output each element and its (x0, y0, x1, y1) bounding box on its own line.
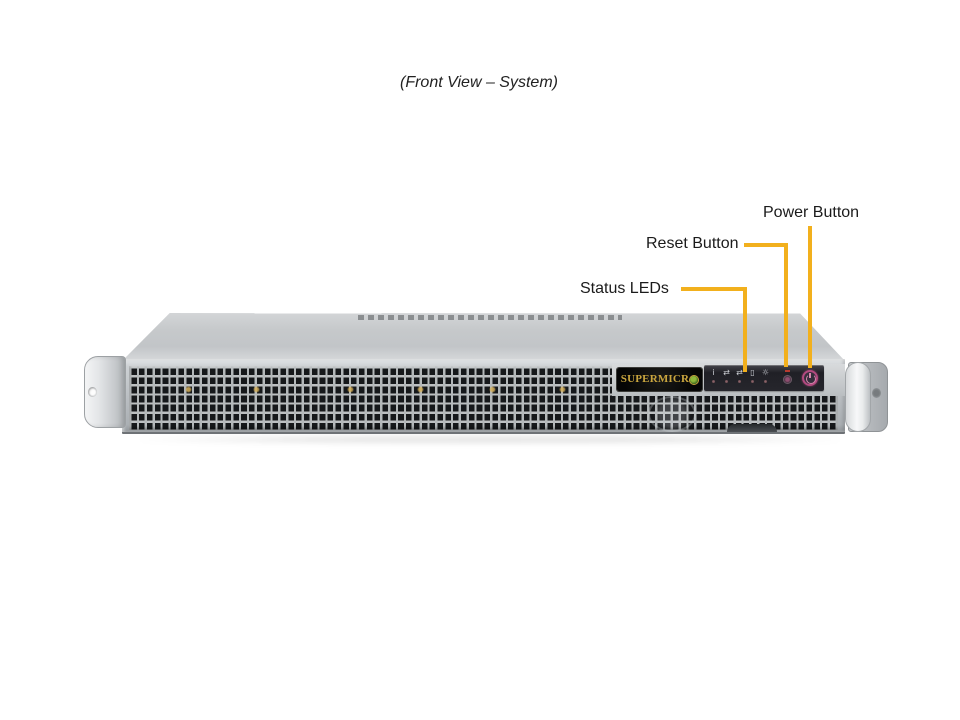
nic2-led: ⇄ (733, 368, 746, 383)
reset-marker (785, 370, 790, 372)
power-led: ☼ (759, 368, 772, 383)
nic1-led-dot (725, 380, 728, 383)
nic2-led-icon: ⇄ (736, 368, 743, 377)
fan-glint (347, 386, 354, 393)
reset-button-label: Reset Button (646, 235, 739, 252)
nic2-led-dot (738, 380, 741, 383)
status-leds-label: Status LEDs (580, 280, 669, 297)
status-callout-line (681, 287, 747, 291)
supermicro-badge: SUPERMICRO (617, 368, 702, 391)
info-led-icon: i (712, 368, 715, 377)
front-control-panel: i ⇄ ⇄ ▯ ☼ (704, 365, 824, 391)
power-button-icon (802, 370, 818, 386)
right-ear-notch (872, 388, 881, 398)
info-led-dot (712, 380, 715, 383)
info-led: i (707, 368, 720, 383)
fan-glint (253, 386, 260, 393)
reset-callout-line (744, 243, 788, 247)
globe-icon: O (690, 375, 699, 384)
right-ear-handle (845, 362, 871, 432)
power-callout-line (808, 226, 812, 368)
hdd-led-dot (751, 380, 754, 383)
power-led-icon: ☼ (761, 368, 770, 377)
status-callout-line (743, 287, 747, 372)
bottom-handle-notch (727, 424, 777, 432)
status-led-row: i ⇄ ⇄ ▯ ☼ (707, 368, 772, 383)
fan-glint (559, 386, 566, 393)
brand-text: SUPERMICR (620, 373, 690, 385)
reset-callout-line (784, 243, 788, 367)
reset-button-icon (783, 375, 792, 384)
power-button-label: Power Button (763, 204, 860, 221)
figure-title: (Front View – System) (400, 74, 558, 91)
top-vent-slots (358, 315, 622, 320)
hdd-led-icon: ▯ (750, 368, 755, 377)
fan-glint (489, 386, 496, 393)
left-ear-notch (88, 387, 97, 397)
power-led-dot (764, 380, 767, 383)
chassis-shadow (140, 435, 840, 444)
fan-glint (417, 386, 424, 393)
nic1-led-icon: ⇄ (723, 368, 730, 377)
chassis-top-surface (122, 313, 845, 361)
fan-glint (185, 386, 192, 393)
hdd-led: ▯ (746, 368, 759, 383)
nic1-led: ⇄ (720, 368, 733, 383)
internal-fan-circle (648, 396, 696, 432)
